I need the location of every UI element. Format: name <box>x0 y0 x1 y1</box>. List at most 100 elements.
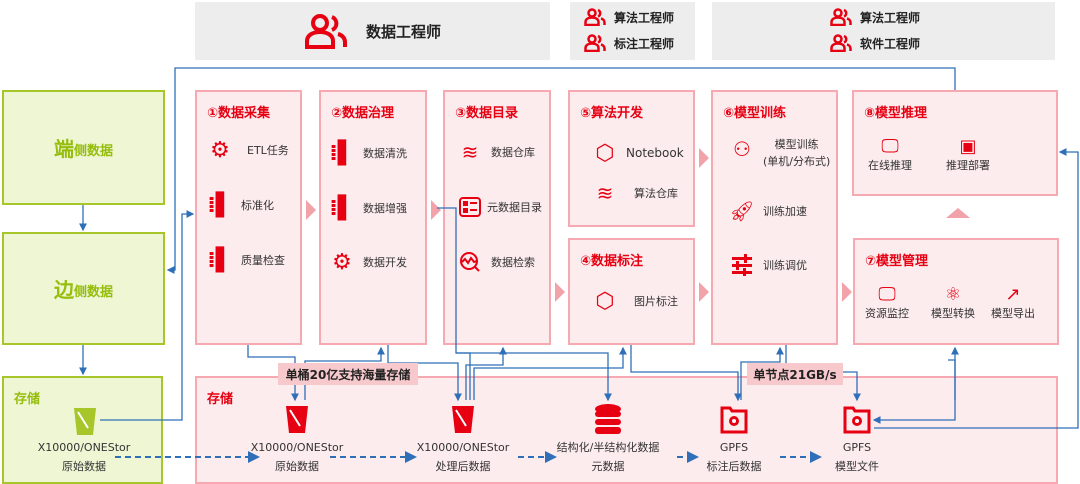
edge-side-data: 边侧数据 <box>2 232 165 345</box>
module-data-collection: ①数据采集 ⚙ ETL任务 ⁞▌ 标准化 ⁞▌质量检查 <box>195 90 302 345</box>
storage-name: X10000/ONEStor <box>416 441 510 454</box>
gear-folder-icon <box>843 406 871 434</box>
bucket-icon <box>452 406 474 433</box>
storage-name: GPFS <box>719 441 749 454</box>
module-title: ⑦模型管理 <box>865 254 929 269</box>
item-image-label[interactable]: ⬡图片标注 <box>592 288 678 314</box>
item-label: 数据检索 <box>491 256 535 269</box>
module-model-inference: ⑧模型推理 🖵︎在线推理 ▣ 推理部署 <box>852 90 1058 196</box>
role-row: 算法工程师 <box>584 8 695 26</box>
role-row: 标注工程师 <box>584 34 695 52</box>
sliders-icon <box>729 252 755 278</box>
item-label: 数据清洗 <box>363 147 407 160</box>
user-group-icon <box>584 8 606 26</box>
user-group-icon <box>584 34 606 52</box>
item-label: 元数据目录 <box>487 201 542 214</box>
user-group-icon <box>830 8 852 26</box>
hexagon-icon: ⬡ <box>595 140 615 166</box>
item-export[interactable]: ↗ 模型导出 <box>991 284 1035 321</box>
database-icon <box>595 404 621 434</box>
storage-name: 结构化/半结构化数据 <box>556 441 660 454</box>
storage-item[interactable]: 结构化/半结构化数据元数据 <box>543 438 673 476</box>
storage-item[interactable]: GPFS 标注后数据 <box>669 438 799 476</box>
item-label: 训练加速 <box>763 205 807 218</box>
item-label: 图片标注 <box>634 295 678 308</box>
role-row: 软件工程师 <box>830 34 1055 52</box>
item-label: 数据仓库 <box>491 146 535 159</box>
gear-icon: ⚙ <box>210 137 230 163</box>
edge-device-data: 端侧数据 <box>2 90 165 205</box>
module-title: ①数据采集 <box>207 106 271 121</box>
storage-desc: 标注后数据 <box>706 460 762 473</box>
item-dev[interactable]: ⚙数据开发 <box>329 249 407 275</box>
layers-icon: ≋ <box>596 181 614 205</box>
edge-storage-title: 存储 <box>14 392 41 407</box>
item-metadata[interactable]: 元数据目录 <box>457 194 542 220</box>
item-convert[interactable]: ⚛ 模型转换 <box>931 284 975 321</box>
item-search[interactable]: 数据检索 <box>457 249 535 275</box>
bucket-icon <box>74 408 96 435</box>
list-icon <box>457 194 483 220</box>
item-label: 推理部署 <box>946 159 990 172</box>
edge-side-big: 边 <box>53 278 74 302</box>
node-bandwidth-tag: 单节点21GB/s <box>747 363 843 385</box>
item-tune[interactable]: 训练调优 <box>729 252 807 278</box>
data-filter-icon: ⁞▌ <box>329 195 355 221</box>
item-clean[interactable]: ⁞▌数据清洗 <box>329 140 407 166</box>
item-label: 数据开发 <box>363 256 407 269</box>
module-data-labeling: ④数据标注 ⬡图片标注 <box>568 238 695 345</box>
item-label: 训练调优 <box>763 259 807 272</box>
edge-device-big: 端 <box>53 137 74 161</box>
item-label: ETL任务 <box>247 144 289 157</box>
item-label: 模型转换 <box>931 307 975 320</box>
role-panel-data-engineer: 数据工程师 <box>195 2 550 60</box>
chip-icon: ▣ <box>959 136 977 157</box>
chevron-right-icon <box>842 282 852 302</box>
item-quality[interactable]: ⁞▌质量检查 <box>207 247 285 273</box>
item-accelerate[interactable]: 🚀︎训练加速 <box>729 198 807 224</box>
item-notebook[interactable]: ⬡ Notebook <box>592 140 684 166</box>
bucket-capacity-tag: 单桶20亿支持海量存储 <box>278 363 418 385</box>
item-etl[interactable]: ⚙ ETL任务 <box>207 137 289 163</box>
nodes-icon: ⚇ <box>733 137 751 161</box>
gear-folder-icon <box>720 406 748 434</box>
module-model-management: ⑦模型管理 🖵︎资源监控 ⚛ 模型转换 ↗ 模型导出 <box>853 238 1059 345</box>
item-monitor[interactable]: 🖵︎资源监控 <box>865 284 909 321</box>
role-panel-algo-software: 算法工程师 软件工程师 <box>712 2 1055 60</box>
storage-name: GPFS <box>842 441 872 454</box>
data-filter-icon: ⁞▌ <box>207 192 233 218</box>
storage-desc: 元数据 <box>591 460 625 473</box>
share-icon: ↗ <box>1005 284 1021 305</box>
user-group-icon <box>304 14 347 49</box>
item-warehouse[interactable]: ≋数据仓库 <box>457 139 535 165</box>
item-label: 模型导出 <box>991 307 1035 320</box>
role-panel-algo-label: 算法工程师 标注工程师 <box>570 2 695 60</box>
item-sublabel: (单机/分布式) <box>763 155 831 168</box>
storage-name: X10000/ONEStor <box>250 441 344 454</box>
item-label: 算法仓库 <box>634 187 678 200</box>
module-title: ④数据标注 <box>580 254 644 269</box>
module-title: ⑧模型推理 <box>864 106 928 121</box>
item-algo-repo[interactable]: ≋ 算法仓库 <box>592 180 678 206</box>
item-label: 标准化 <box>241 199 274 212</box>
item-online-inference[interactable]: 🖵︎在线推理 <box>868 136 912 173</box>
chevron-right-icon <box>555 282 565 302</box>
item-train[interactable]: ⚇模型训练(单机/分布式) <box>729 136 830 170</box>
item-augment[interactable]: ⁞▌数据增强 <box>329 195 407 221</box>
role-label: 标注工程师 <box>614 36 675 51</box>
module-data-governance: ②数据治理 ⁞▌数据清洗 ⁞▌数据增强 ⚙数据开发 <box>319 90 427 345</box>
item-deploy[interactable]: ▣ 推理部署 <box>946 136 990 173</box>
monitor-icon: 🖵︎ <box>878 284 896 305</box>
item-label: Notebook <box>626 146 684 160</box>
module-data-catalog: ③数据目录 ≋数据仓库 元数据目录 数据检索 <box>443 90 551 345</box>
atom-icon: ⚛ <box>944 284 962 305</box>
storage-title: 存储 <box>207 392 234 407</box>
module-model-training: ⑥模型训练 ⚇模型训练(单机/分布式) 🚀︎训练加速 训练调优 <box>711 90 838 345</box>
role-label: 数据工程师 <box>365 22 441 41</box>
storage-name: X10000/ONEStor <box>37 441 131 454</box>
item-standardize[interactable]: ⁞▌ 标准化 <box>207 192 274 218</box>
